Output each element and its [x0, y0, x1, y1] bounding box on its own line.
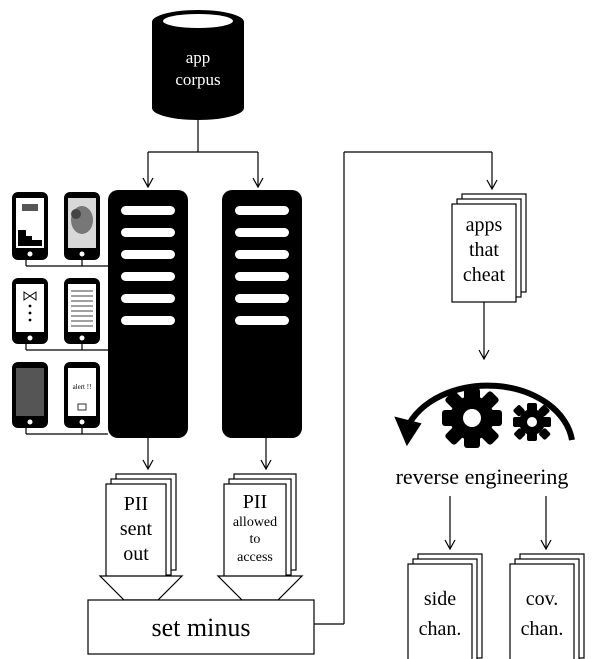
side-chan-line-2: chan. — [419, 618, 462, 640]
cov-chan-line-1: cov. — [526, 588, 559, 610]
set-minus-to-cheat-connector — [314, 151, 498, 625]
gear-icon — [513, 403, 551, 441]
funnel-icon — [98, 575, 184, 601]
phone-icon — [12, 278, 48, 344]
pii-allowed-line-4: access — [237, 550, 273, 565]
database-split-connector — [142, 120, 264, 188]
phone-icon: alert !! — [64, 362, 100, 428]
gear-icon — [442, 388, 502, 448]
pii-sent-line-1: PII — [124, 493, 148, 515]
apps-cheat-line-2: that — [469, 239, 499, 261]
database-label-line-1: app — [186, 48, 211, 67]
pii-allowed-line-2: allowed — [233, 515, 277, 530]
pii-allowed-line-3: to — [250, 532, 261, 547]
circular-arrow-icon — [394, 382, 575, 447]
side-chan-line-1: side — [424, 588, 456, 610]
apps-cheat-line-3: cheat — [463, 264, 506, 286]
rack-to-doc-arrows — [142, 438, 272, 470]
reverse-engineering-label: reverse engineering — [396, 464, 569, 489]
phone-icon — [12, 192, 48, 260]
covert-channel-label: cov. chan. — [521, 588, 564, 640]
set-minus-box: set minus — [87, 599, 315, 655]
document-stack-icon — [451, 193, 527, 303]
document-stack-icon — [223, 473, 297, 581]
pii-sent-line-2: sent — [120, 518, 153, 540]
server-rack-icon — [222, 190, 302, 438]
cov-chan-line-2: chan. — [521, 618, 564, 640]
apps-cheat-line-1: apps — [466, 214, 503, 236]
pii-sent-out-label: PII sent out — [120, 493, 153, 565]
database-icon — [152, 10, 244, 120]
document-stack-icon — [407, 553, 483, 659]
pii-sent-line-3: out — [123, 543, 149, 565]
side-channel-label: side chan. — [419, 588, 462, 640]
phone-alert-text: alert !! — [73, 383, 92, 391]
phone-grid: alert !! — [12, 192, 108, 435]
phone-icon — [64, 192, 100, 260]
cheat-to-gears-arrow — [478, 302, 490, 360]
apps-that-cheat-label: apps that cheat — [463, 214, 506, 286]
funnel-icon — [216, 575, 304, 601]
reverse-to-channel-arrows — [444, 496, 552, 550]
document-stack-icon — [105, 473, 177, 581]
pii-allowed-label: PII allowed to access — [233, 491, 277, 565]
phone-icon — [64, 278, 100, 344]
app-corpus-database: app corpus — [152, 10, 244, 120]
document-stack-icon — [509, 553, 585, 659]
set-minus-label: set minus — [152, 613, 251, 642]
phone-icon — [12, 362, 48, 428]
database-label-line-2: corpus — [175, 70, 220, 89]
pii-allowed-line-1: PII — [243, 491, 267, 513]
server-rack-icon — [108, 190, 188, 438]
